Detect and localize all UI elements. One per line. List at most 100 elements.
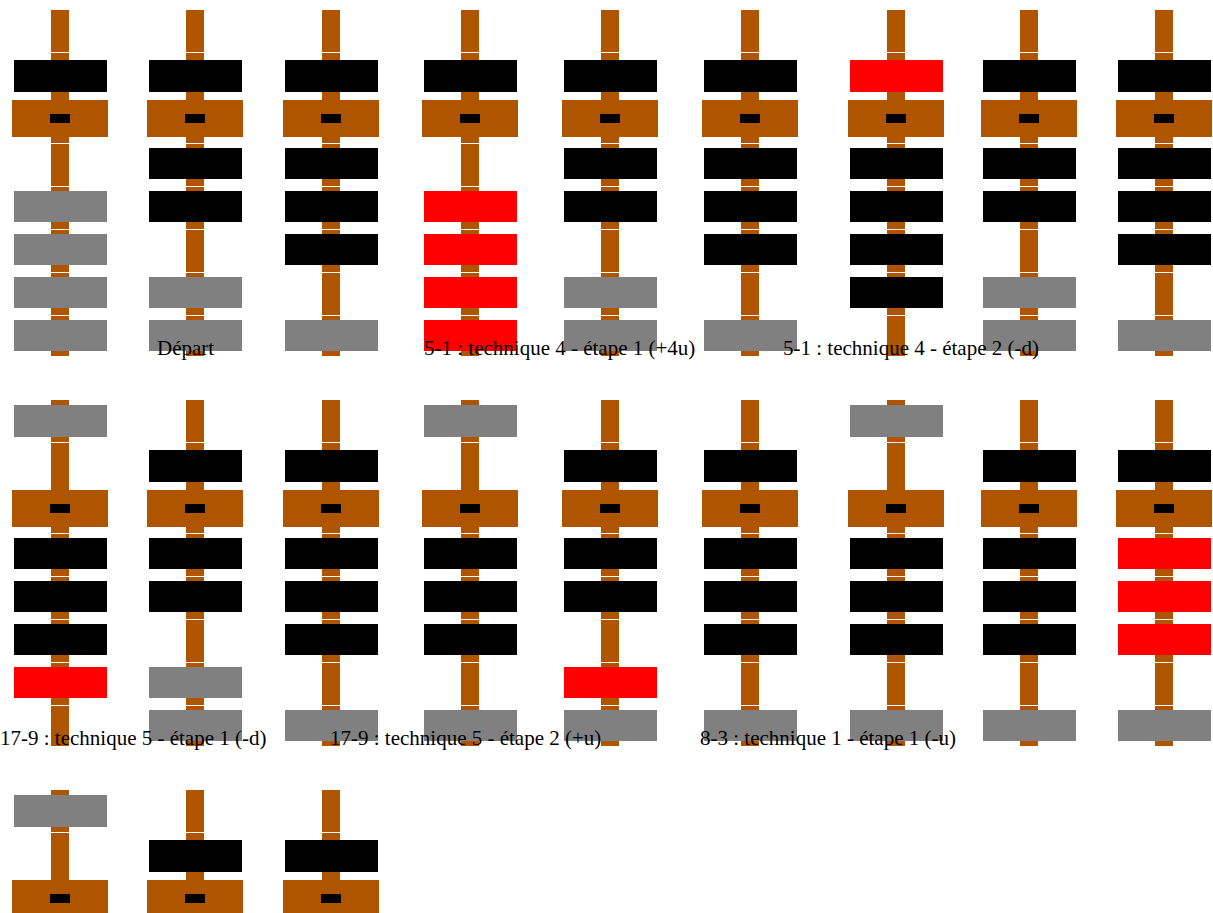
abacus-beam bbox=[848, 490, 944, 527]
abacus-beam bbox=[283, 490, 379, 527]
earth-bead bbox=[285, 320, 378, 351]
beam-dot bbox=[1019, 114, 1039, 123]
earth-bead bbox=[983, 148, 1076, 179]
earth-bead bbox=[1118, 148, 1211, 179]
rod-mark bbox=[887, 229, 905, 230]
rod-mark bbox=[1020, 143, 1038, 144]
rod-mark bbox=[601, 662, 619, 663]
rod-mark bbox=[186, 662, 204, 663]
earth-bead bbox=[704, 581, 797, 612]
abacus-beam bbox=[12, 100, 108, 137]
rod-mark bbox=[601, 315, 619, 316]
earth-bead bbox=[285, 624, 378, 655]
heaven-bead bbox=[14, 405, 107, 437]
earth-bead bbox=[285, 234, 378, 265]
earth-bead bbox=[850, 624, 943, 655]
rod-mark bbox=[322, 576, 340, 577]
rod-mark bbox=[741, 143, 759, 144]
rod-mark bbox=[186, 576, 204, 577]
rod-mark bbox=[461, 52, 479, 53]
rod-mark bbox=[741, 662, 759, 663]
rod-mark bbox=[51, 533, 69, 534]
heaven-bead bbox=[983, 450, 1076, 482]
earth-bead bbox=[1118, 538, 1211, 569]
beam-dot bbox=[1019, 504, 1039, 513]
rod-mark bbox=[322, 619, 340, 620]
rod-mark bbox=[1155, 533, 1173, 534]
rod-mark bbox=[322, 143, 340, 144]
earth-bead bbox=[564, 581, 657, 612]
earth-bead bbox=[983, 191, 1076, 222]
abacus-rod bbox=[461, 400, 479, 746]
beam-dot bbox=[50, 504, 70, 513]
abacus-beam bbox=[147, 100, 243, 137]
earth-bead bbox=[704, 191, 797, 222]
earth-bead bbox=[149, 667, 242, 698]
abacus-beam bbox=[12, 880, 108, 913]
earth-bead bbox=[1118, 624, 1211, 655]
heaven-bead bbox=[1118, 60, 1211, 92]
earth-bead bbox=[983, 710, 1076, 741]
rod-mark bbox=[461, 315, 479, 316]
earth-bead bbox=[564, 667, 657, 698]
beam-dot bbox=[1154, 504, 1174, 513]
earth-bead bbox=[149, 191, 242, 222]
rod-mark bbox=[51, 229, 69, 230]
earth-bead bbox=[149, 581, 242, 612]
rod-mark bbox=[51, 442, 69, 443]
rod-mark bbox=[322, 52, 340, 53]
rod-mark bbox=[51, 52, 69, 53]
abacus-beam bbox=[562, 490, 658, 527]
abacus-beam bbox=[702, 490, 798, 527]
earth-bead bbox=[564, 277, 657, 308]
rod-mark bbox=[1020, 705, 1038, 706]
abacus-beam bbox=[848, 100, 944, 137]
beam-dot bbox=[185, 894, 205, 903]
beam-dot bbox=[321, 504, 341, 513]
heaven-bead bbox=[285, 450, 378, 482]
rod-mark bbox=[1155, 272, 1173, 273]
rod-mark bbox=[741, 272, 759, 273]
heaven-bead bbox=[850, 60, 943, 92]
rod-mark bbox=[887, 143, 905, 144]
earth-bead bbox=[564, 191, 657, 222]
earth-bead bbox=[850, 234, 943, 265]
earth-bead bbox=[149, 538, 242, 569]
rod-mark bbox=[601, 229, 619, 230]
step-caption: 17-9 : technique 5 - étape 2 (+u) bbox=[330, 727, 601, 750]
beam-dot bbox=[321, 894, 341, 903]
rod-mark bbox=[1155, 186, 1173, 187]
abacus-beam bbox=[422, 100, 518, 137]
earth-bead bbox=[424, 191, 517, 222]
rod-mark bbox=[51, 315, 69, 316]
earth-bead bbox=[1118, 234, 1211, 265]
earth-bead bbox=[14, 234, 107, 265]
abacus-beam bbox=[422, 490, 518, 527]
heaven-bead bbox=[424, 60, 517, 92]
rod-mark bbox=[601, 442, 619, 443]
heaven-bead bbox=[424, 405, 517, 437]
earth-bead bbox=[424, 234, 517, 265]
rod-mark bbox=[1020, 272, 1038, 273]
rod-mark bbox=[1155, 576, 1173, 577]
step-caption: 17-9 : technique 5 - étape 1 (-d) bbox=[0, 727, 266, 750]
rod-mark bbox=[461, 576, 479, 577]
rod-mark bbox=[601, 619, 619, 620]
rod-mark bbox=[1155, 143, 1173, 144]
heaven-bead bbox=[564, 60, 657, 92]
rod-mark bbox=[601, 186, 619, 187]
rod-mark bbox=[51, 619, 69, 620]
rod-mark bbox=[322, 705, 340, 706]
rod-mark bbox=[461, 143, 479, 144]
abacus-beam bbox=[147, 880, 243, 913]
earth-bead bbox=[850, 538, 943, 569]
rod-mark bbox=[322, 662, 340, 663]
abacus-rod bbox=[887, 400, 905, 746]
rod-mark bbox=[1155, 619, 1173, 620]
rod-mark bbox=[186, 619, 204, 620]
rod-mark bbox=[1155, 52, 1173, 53]
rod-mark bbox=[1155, 705, 1173, 706]
rod-mark bbox=[186, 533, 204, 534]
earth-bead bbox=[850, 277, 943, 308]
